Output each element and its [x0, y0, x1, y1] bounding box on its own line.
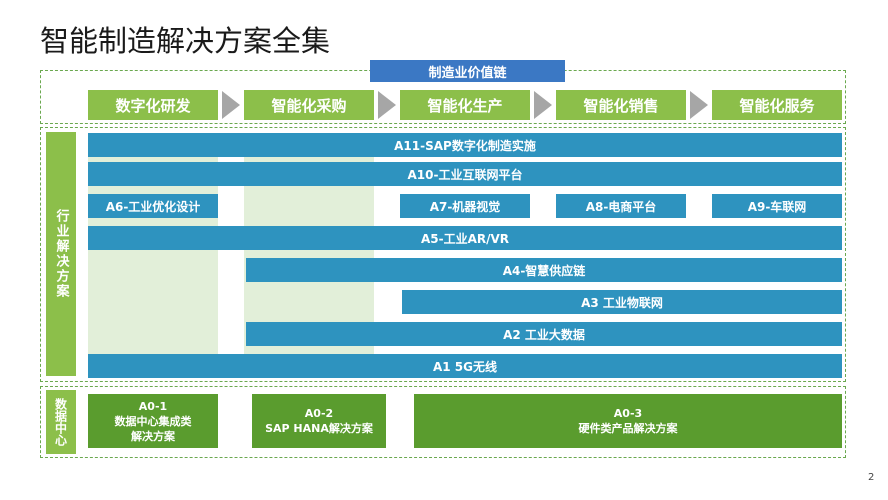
datacenter-frame: [40, 386, 846, 458]
stage-smart-sales: 智能化销售: [556, 90, 686, 120]
datacenter-box-a0-2: A0-2 SAP HANA解决方案: [252, 394, 386, 448]
solution-bar-a4: A4-智慧供应链: [246, 258, 842, 282]
chevron-right-icon: [534, 91, 552, 119]
solution-bar-a9: A9-车联网: [712, 194, 842, 218]
chevron-right-icon: [378, 91, 396, 119]
solution-bar-a7: A7-机器视觉: [400, 194, 530, 218]
solution-bar-a5: A5-工业AR/VR: [88, 226, 842, 250]
value-chain-header: 制造业价值链: [370, 60, 565, 82]
stage-smart-service: 智能化服务: [712, 90, 842, 120]
industry-solutions-frame: [40, 127, 846, 382]
solution-bar-a1: A1 5G无线: [88, 354, 842, 378]
industry-solutions-label: 行业解决方案: [46, 132, 76, 376]
stage-smart-production: 智能化生产: [400, 90, 530, 120]
solution-bar-a2: A2 工业大数据: [246, 322, 842, 346]
datacenter-box-a0-3: A0-3 硬件类产品解决方案: [414, 394, 842, 448]
solution-bar-a6: A6-工业优化设计: [88, 194, 218, 218]
stage-smart-procurement: 智能化采购: [244, 90, 374, 120]
box-code: A0-2: [304, 407, 334, 420]
chevron-right-icon: [690, 91, 708, 119]
page-title: 智能制造解决方案全集: [40, 24, 331, 58]
column-background: [88, 157, 218, 377]
box-line: 解决方案: [131, 429, 175, 443]
box-line: 数据中心集成类: [114, 414, 192, 428]
solution-bar-a3: A3 工业物联网: [402, 290, 842, 314]
datacenter-label: 数据中心: [46, 390, 76, 454]
datacenter-box-a0-1: A0-1 数据中心集成类 解决方案: [88, 394, 218, 448]
stage-digital-rd: 数字化研发: [88, 90, 218, 120]
box-code: A0-3: [613, 407, 643, 420]
page-number: 2: [868, 472, 875, 483]
box-line: 硬件类产品解决方案: [578, 422, 678, 435]
solution-bar-a11: A11-SAP数字化制造实施: [88, 133, 842, 157]
solution-bar-a10: A10-工业互联网平台: [88, 162, 842, 186]
chevron-right-icon: [222, 91, 240, 119]
box-code: A0-1: [138, 399, 168, 413]
solution-bar-a8: A8-电商平台: [556, 194, 686, 218]
box-line: SAP HANA解决方案: [265, 422, 373, 435]
